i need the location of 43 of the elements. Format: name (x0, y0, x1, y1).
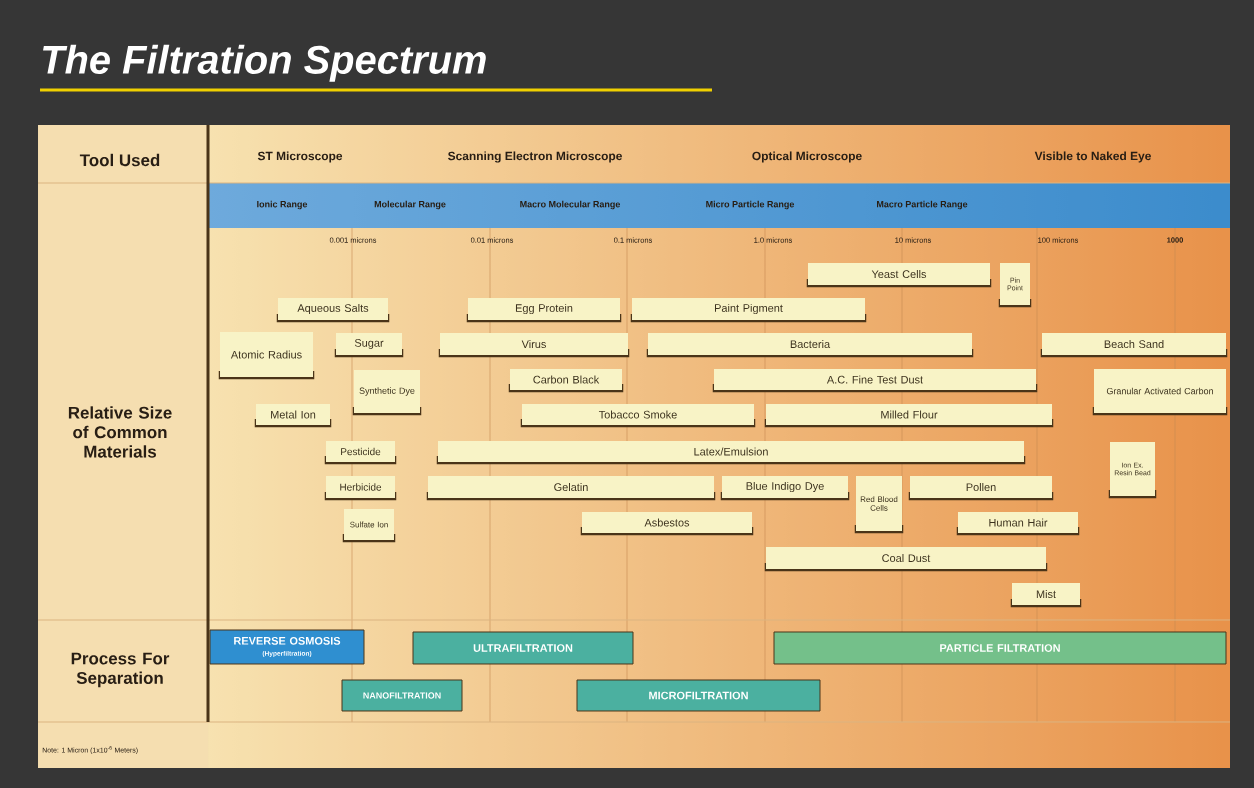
process-bar: NANOFILTRATION (341, 679, 463, 712)
range-label: Macro Particle Range (877, 200, 968, 210)
range-label: Ionic Range (257, 200, 308, 210)
tool-label: Optical Microscope (752, 151, 862, 163)
size-bar: Bacteria (646, 333, 974, 358)
size-bar: Mist (1010, 583, 1082, 608)
title: The Filtration Spectrum (43, 44, 486, 82)
size-bar: Tobacco Smoke (520, 404, 756, 428)
range-label: Molecular Range (374, 200, 446, 210)
size-bar: Milled Flour (764, 404, 1054, 428)
size-bar: Atomic Radius (218, 332, 315, 380)
size-bar: Pesticide (324, 441, 397, 465)
size-bar: Coal Dust (764, 547, 1048, 572)
size-bar: Latex/Emulsion (436, 441, 1026, 465)
size-bar: Paint Pigment (630, 298, 867, 323)
tool-label: Visible to Naked Eye (1034, 151, 1151, 163)
size-bar: Yeast Cells (806, 263, 992, 288)
size-bar: Egg Protein (466, 298, 622, 323)
tool-label: Scanning Electron Microscope (448, 151, 622, 163)
size-bar: Aqueous Salts (276, 298, 390, 323)
tool-label: ST Microscope (257, 151, 343, 163)
process-bar: PARTICLE FILTRATION (773, 631, 1227, 665)
range-label: Macro Molecular Range (520, 200, 620, 210)
size-bar: Synthetic Dye (352, 370, 422, 416)
row-heading: Process For Separation (71, 652, 170, 688)
size-bar: Human Hair (956, 512, 1080, 536)
process-bar: MICROFILTRATION (576, 679, 821, 712)
process-bar: ULTRAFILTRATION (412, 631, 634, 665)
size-bar: Beach Sand (1040, 333, 1228, 358)
row-heading: Tool Used (79, 153, 160, 167)
size-bar: Blue Indigo Dye (720, 476, 850, 501)
size-bar: Metal Ion (254, 404, 332, 428)
size-bar: Herbicide (324, 476, 397, 501)
size-bar: Pollen (908, 476, 1054, 501)
row-heading: Relative Size of Common Materials (68, 406, 172, 458)
size-bar: A.C. Fine Test Dust (712, 369, 1038, 393)
size-bar: Sugar (334, 333, 404, 358)
size-bar: Virus (438, 333, 630, 358)
size-bar: Carbon Black (508, 369, 624, 393)
size-bar: Asbestos (580, 512, 754, 536)
size-bar: Gelatin (426, 476, 716, 501)
range-label: Micro Particle Range (706, 200, 795, 210)
size-bar: Granular Activated Carbon (1092, 369, 1228, 416)
